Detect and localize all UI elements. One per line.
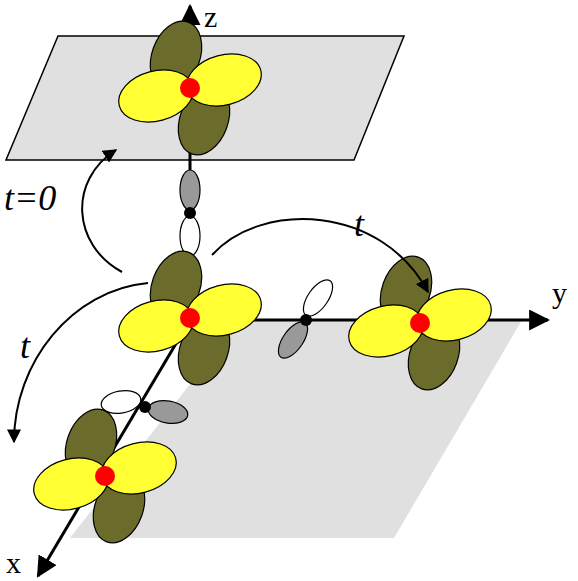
hopping-arrow: [14, 283, 148, 442]
p-orbital: [180, 170, 200, 256]
hopping-arrow: [82, 150, 122, 272]
d-orbital: [28, 402, 182, 550]
d-orbital: [113, 14, 267, 162]
hopping-arrow: [212, 219, 428, 292]
hopping-label: t: [354, 206, 364, 242]
d-orbital: [343, 249, 497, 397]
hopping-label: t=0: [4, 180, 56, 216]
axis-label: x: [6, 548, 21, 578]
hopping-label: t: [20, 328, 30, 364]
d-orbital: [113, 244, 267, 392]
p-orbital: [273, 275, 338, 363]
axis-label: z: [204, 2, 217, 32]
axis-label: y: [552, 278, 567, 308]
